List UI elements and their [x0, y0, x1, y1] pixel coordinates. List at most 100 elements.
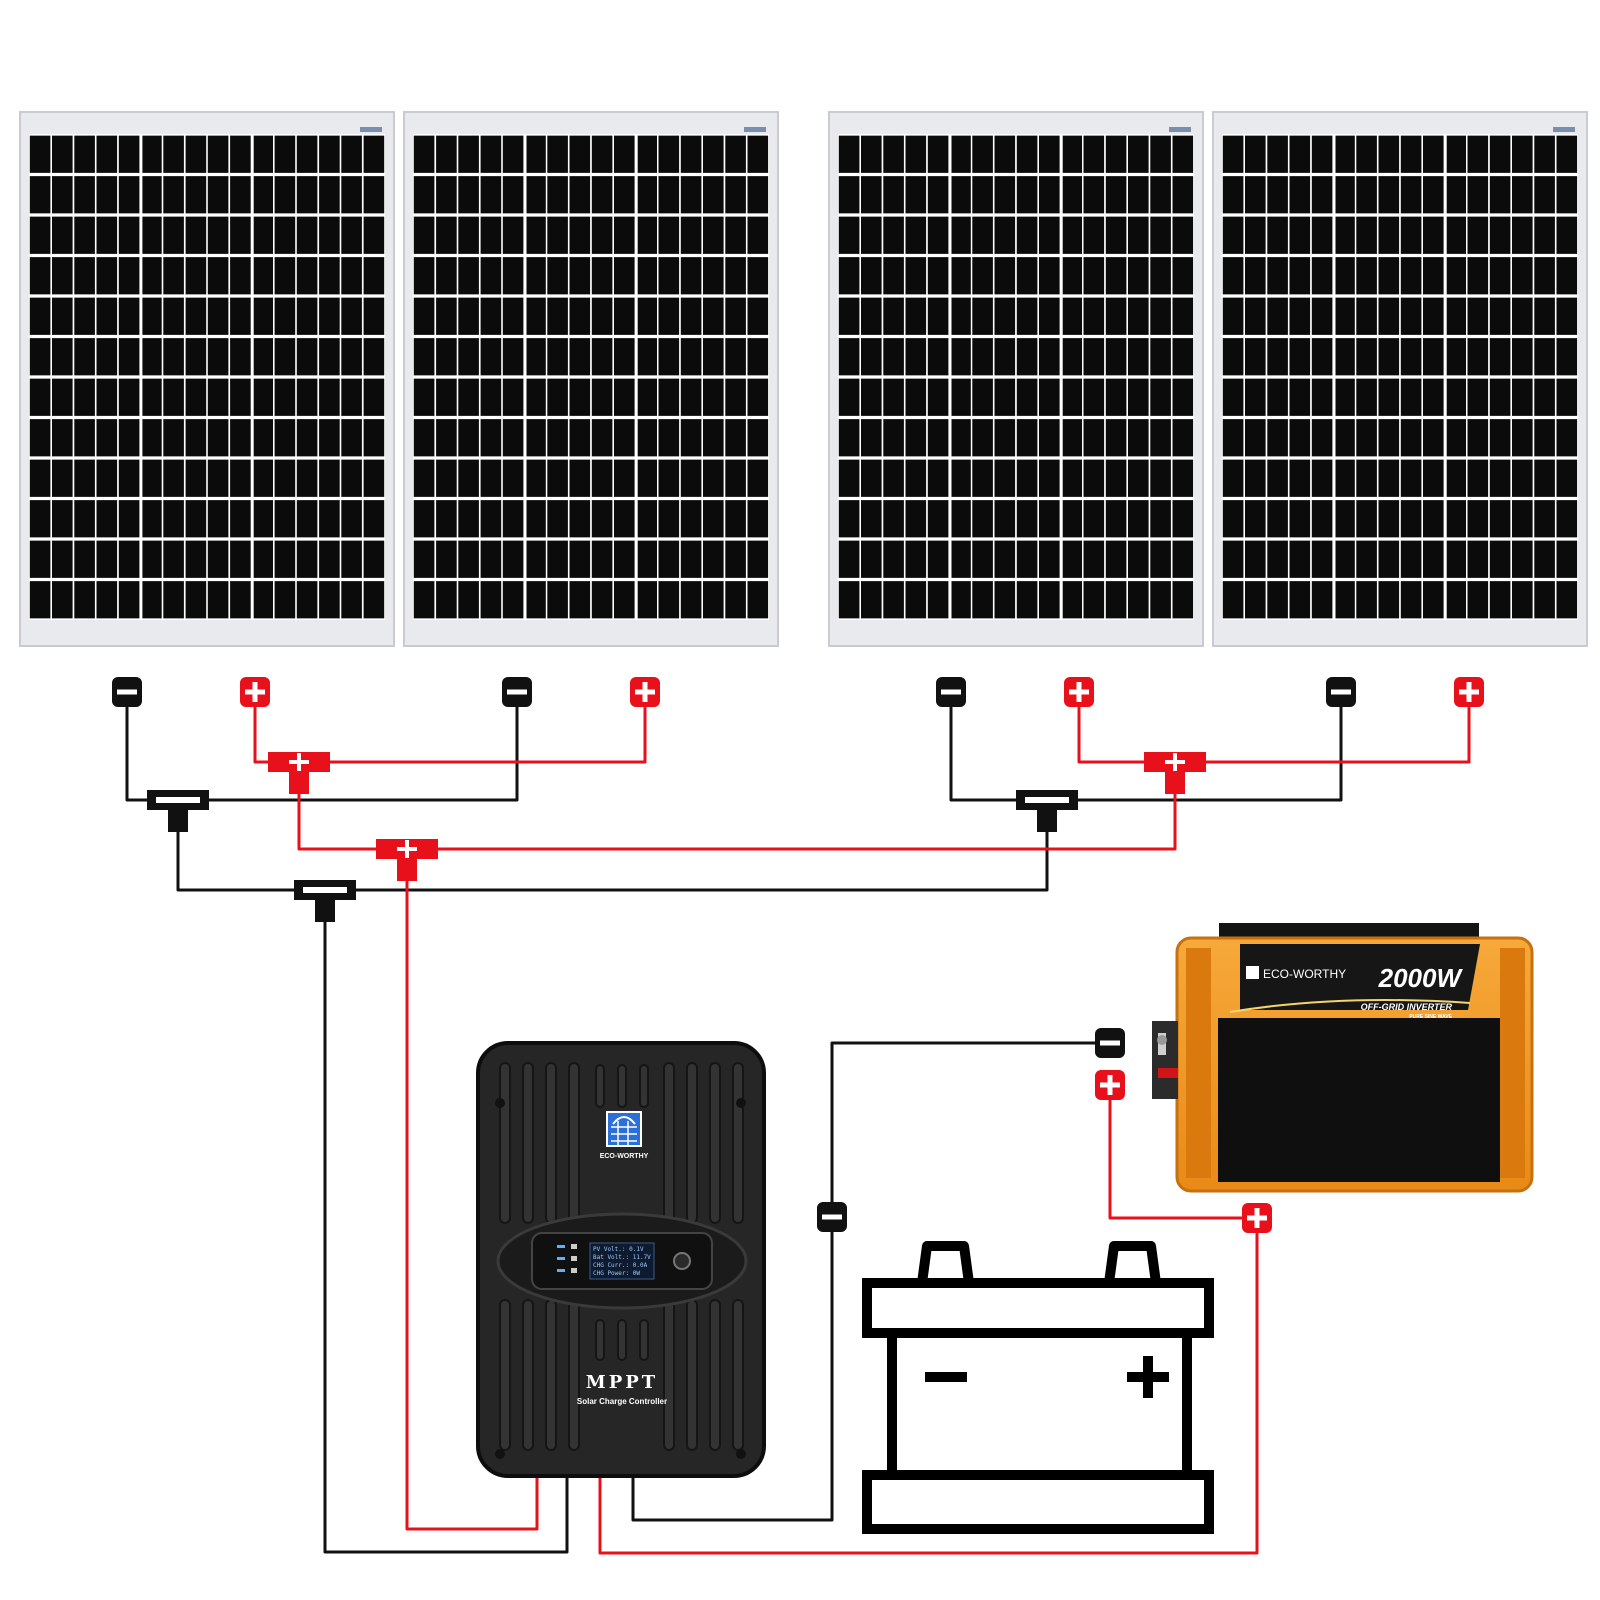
controller-rib: [639, 1064, 649, 1108]
controller-rib: [617, 1319, 627, 1361]
controller-rib: [545, 1062, 557, 1224]
controller-rib: [568, 1299, 580, 1451]
controller-rib: [499, 1299, 511, 1451]
panel-label-icon: [1169, 127, 1191, 132]
minus-bar: [1025, 797, 1069, 803]
minus-bar: [822, 1214, 842, 1220]
minus-icon: [1095, 1028, 1125, 1058]
positive-wire-combine: [297, 770, 1177, 851]
inverter-logo-icon: [1246, 966, 1259, 979]
plus-bar: [297, 753, 301, 771]
branch-stem: [1165, 770, 1185, 794]
plus-icon: [1095, 1070, 1125, 1100]
solar-panel-4: [1212, 111, 1588, 647]
controller-button-icon: [673, 1252, 691, 1270]
controller-rib: [522, 1062, 534, 1224]
positive-wire-pv-in: [405, 856, 539, 1531]
wiring: [125, 698, 1471, 1555]
panel-cells: [29, 135, 385, 619]
controller-rib: [639, 1319, 649, 1361]
negative-branch-connector: [147, 790, 209, 832]
plus-bar: [1173, 753, 1177, 771]
lcd-line-3: CHG Curr.: 0.0A: [593, 1262, 648, 1269]
solar-array: [19, 111, 1588, 647]
plus-bar: [1254, 1208, 1260, 1228]
plus-icon: [1064, 677, 1094, 707]
negative-branch-connector: [1016, 790, 1078, 832]
controller-ribs: [499, 1062, 744, 1451]
negative-wire-pair-right: [949, 698, 1343, 802]
positive-wire-inverter: [1108, 1083, 1259, 1220]
controller-rib: [595, 1319, 605, 1361]
negative-wire-battery: [631, 1041, 1112, 1522]
panel-cell-area: [413, 134, 769, 620]
branch-stem: [168, 808, 188, 832]
controller-rib: [617, 1064, 627, 1108]
controller-rib: [686, 1062, 698, 1224]
minus-icon: [112, 677, 142, 707]
plus-icon: [1242, 1203, 1272, 1233]
minus-icon: [817, 1202, 847, 1232]
plus-bar: [1107, 1075, 1113, 1095]
panel-cells: [413, 135, 769, 619]
plus-bar: [252, 682, 258, 702]
controller-rib: [732, 1062, 744, 1224]
battery-minus-icon: [925, 1372, 967, 1382]
connectors: [112, 677, 1484, 1233]
controller-rib: [499, 1062, 511, 1224]
controller-rib: [568, 1062, 580, 1224]
branch-stem: [397, 857, 417, 881]
positive-wire-pair-left: [253, 698, 647, 764]
positive-branch-connector: [268, 752, 330, 794]
controller-rib: [545, 1299, 557, 1451]
minus-bar: [1100, 1040, 1120, 1046]
inverter: ECO-WORTHY 2000W OFF-GRID INVERTER PURE …: [1152, 923, 1534, 1193]
controller-rib: [522, 1299, 534, 1451]
minus-bar: [1331, 689, 1351, 695]
branch-stem: [1037, 808, 1057, 832]
plus-bar: [405, 840, 409, 858]
lcd-line-2: Bat Volt.: 11.7V: [593, 1254, 651, 1261]
solar-panel-3: [828, 111, 1204, 647]
controller-brand: ECO-WORTHY: [600, 1153, 649, 1160]
negative-branch-connector: [294, 880, 356, 922]
controller-rib: [663, 1062, 675, 1224]
inverter-brand: ECO-WORTHY: [1263, 967, 1346, 981]
controller-rib: [595, 1064, 605, 1108]
plus-icon: [1454, 677, 1484, 707]
positive-branch-connector: [1144, 752, 1206, 794]
panel-label-icon: [1553, 127, 1575, 132]
panel-cells: [838, 135, 1194, 619]
minus-icon: [1326, 677, 1356, 707]
controller-status-icons: [557, 1244, 577, 1273]
controller-rib: [709, 1062, 721, 1224]
controller-rib: [732, 1299, 744, 1451]
minus-icon: [502, 677, 532, 707]
panel-cell-area: [29, 134, 385, 620]
panel-cells: [1222, 135, 1578, 619]
controller-subtitle: Solar Charge Controller: [577, 1397, 667, 1406]
minus-icon: [936, 677, 966, 707]
lcd-line-4: CHG Power: 0W: [593, 1270, 640, 1277]
lcd-line-1: PV Volt.: 0.1V: [593, 1246, 644, 1253]
negative-wire-pv-in: [323, 898, 569, 1554]
negative-wire-pair-left: [125, 698, 519, 802]
minus-bar: [156, 797, 200, 803]
solar-panel-2: [403, 111, 779, 647]
panel-cell-area: [838, 134, 1194, 620]
minus-bar: [303, 887, 347, 893]
controller-model: MPPT: [586, 1372, 658, 1393]
solar-panel-1: [19, 111, 395, 647]
battery-icon: [862, 1241, 1214, 1534]
positive-branch-connector: [376, 839, 438, 881]
panel-cell-area: [1222, 134, 1578, 620]
eco-worthy-logo-icon: [606, 1111, 642, 1147]
branch-stem: [315, 898, 335, 922]
panel-label-icon: [360, 127, 382, 132]
plus-bar: [1076, 682, 1082, 702]
inverter-type: OFF-GRID INVERTER: [1361, 1002, 1453, 1012]
plus-icon: [240, 677, 270, 707]
charge-controller: ECO-WORTHY PV Volt.: 0.1V Bat Volt.: 11.…: [476, 1041, 766, 1478]
minus-bar: [507, 689, 527, 695]
minus-bar: [117, 689, 137, 695]
